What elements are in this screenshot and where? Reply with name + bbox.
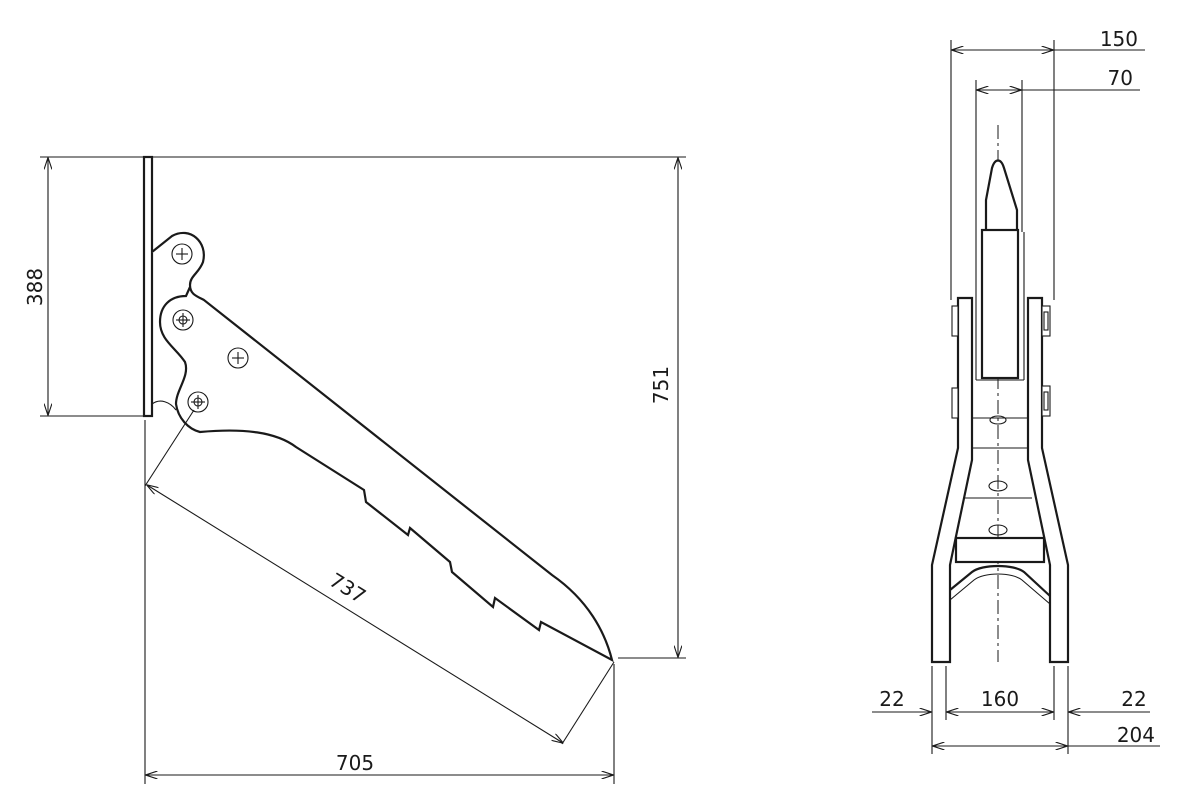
dimension-705: 705 xyxy=(144,420,615,784)
left-pin-boss-lower xyxy=(951,387,959,419)
dimension-737-label: 737 xyxy=(325,568,370,609)
dimension-150-label: 150 xyxy=(1100,27,1138,51)
dimension-150: 150 xyxy=(950,27,1145,300)
base-block xyxy=(954,536,1046,564)
left-pin-boss-upper xyxy=(951,305,959,337)
hole-1 xyxy=(989,415,1007,425)
mounting-plate xyxy=(142,155,154,418)
dimension-160-label: 160 xyxy=(981,687,1019,711)
hole-3 xyxy=(988,524,1008,536)
pin-hole-middle xyxy=(227,347,249,369)
dimension-204: 204 xyxy=(933,723,1160,747)
dimension-70: 70 xyxy=(975,66,1140,232)
dimension-204-label: 204 xyxy=(1117,723,1155,747)
dimension-388-label: 388 xyxy=(23,268,47,306)
front-view: 150 70 22 160 22 xyxy=(872,27,1160,754)
dimension-705-label: 705 xyxy=(336,751,374,775)
right-pin-boss-upper xyxy=(1041,305,1051,337)
dimension-388: 388 xyxy=(23,156,144,417)
dimension-751: 751 xyxy=(152,156,686,659)
hole-2 xyxy=(988,480,1008,492)
right-pin-boss-lower xyxy=(1041,385,1051,417)
ripper-tip xyxy=(984,159,1019,234)
dimension-751-label: 751 xyxy=(649,366,673,404)
ripper-body xyxy=(151,231,614,663)
pin-hole-top xyxy=(171,243,193,265)
dimension-bottom-row: 22 160 22 xyxy=(872,666,1150,754)
shank xyxy=(980,228,1020,380)
plate-bracket-gap xyxy=(151,400,177,411)
pin-hole-upper xyxy=(172,309,194,331)
right-arm xyxy=(1026,296,1070,664)
pin-hole-lower xyxy=(187,391,209,413)
left-arm xyxy=(930,296,974,664)
base-cradle xyxy=(949,564,1051,597)
side-view: 388 751 737 705 xyxy=(23,155,686,784)
dimension-22-right-label: 22 xyxy=(1121,687,1146,711)
dimension-22-left-label: 22 xyxy=(879,687,904,711)
dimension-70-label: 70 xyxy=(1108,66,1133,90)
